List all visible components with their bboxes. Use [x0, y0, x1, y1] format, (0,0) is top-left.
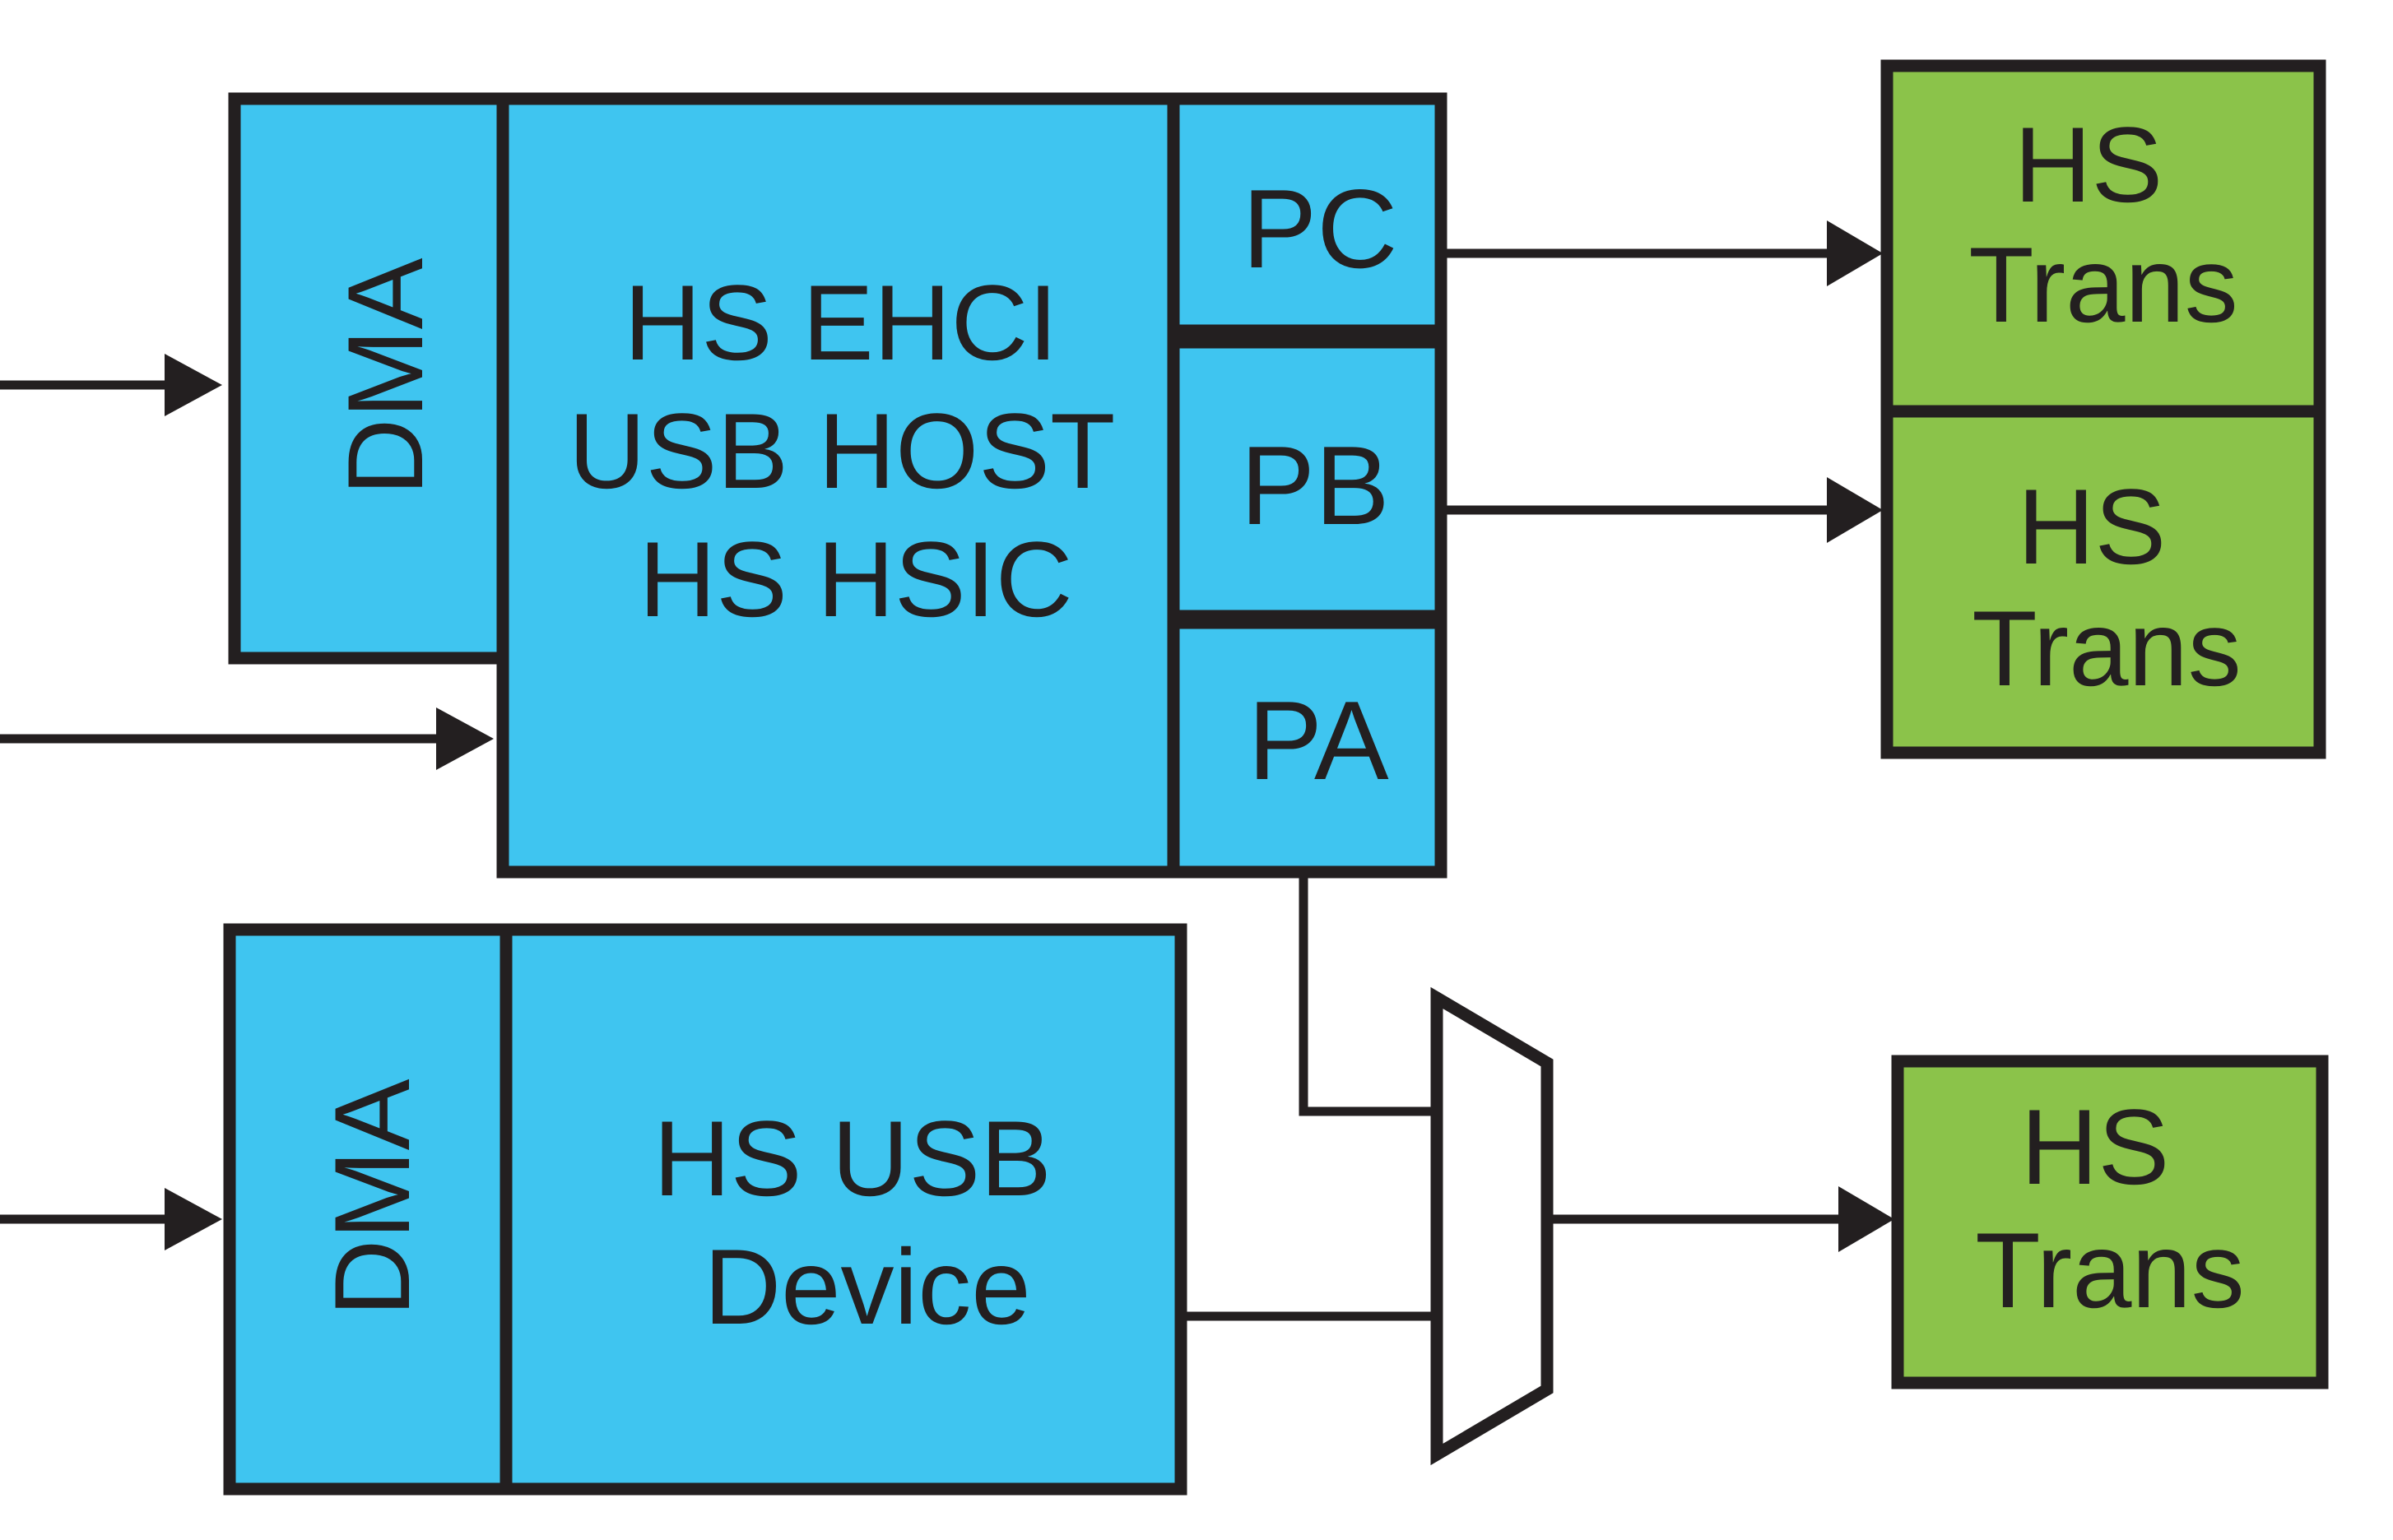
- host-controller-line-3: HS HSIC: [639, 519, 1072, 639]
- port-pb-block: [1167, 336, 1447, 623]
- host-controller-label: HS EHCI USB HOST HS HSIC: [569, 262, 1143, 639]
- host-controller-line-2: USB HOST: [569, 391, 1113, 511]
- device-dma-block: [223, 923, 513, 1496]
- device-controller-line-1: HS USB: [653, 1098, 1052, 1218]
- arrow-multiplexer-to-transceiver-3: [1838, 1186, 1894, 1252]
- host-dma-block: [228, 92, 509, 665]
- transceiver-1-label: HS Trans: [1968, 104, 2237, 345]
- arrow-pb-to-transceiver-2: [1827, 477, 1883, 543]
- port-pb-label: PB: [1240, 423, 1389, 548]
- transceiver-3-label: HS Trans: [1975, 1087, 2244, 1330]
- wire-pa-to-multiplexer: [1299, 872, 1437, 1116]
- transceiver-2-block: [1880, 405, 2326, 759]
- transceiver-1-block: [1880, 59, 2326, 418]
- transceiver-1-line-1: HS: [2014, 104, 2163, 225]
- host-dma-label: DMA: [325, 257, 445, 495]
- device-controller-line-2: Device: [704, 1227, 1030, 1347]
- port-pc-label: PC: [1243, 166, 1398, 291]
- transceiver-1-line-2: Trans: [1968, 225, 2237, 345]
- multiplexer: [1430, 986, 1554, 1466]
- transceiver-2-label: HS Trans: [1972, 466, 2241, 708]
- transceiver-3-line-1: HS: [2021, 1087, 2170, 1207]
- arrow-pc-to-transceiver-1: [1827, 220, 1883, 286]
- input-arrow-host-controller: [436, 707, 494, 770]
- transceiver-3-block: [1891, 1055, 2329, 1389]
- device-controller-block: [500, 923, 1187, 1496]
- transceiver-3-line-2: Trans: [1975, 1210, 2244, 1330]
- port-pc-block: [1167, 92, 1447, 337]
- transceiver-2-line-1: HS: [2018, 466, 2167, 587]
- transceiver-2-line-2: Trans: [1972, 588, 2241, 708]
- port-pa-label: PA: [1248, 678, 1389, 803]
- device-controller-label: HS USB Device: [653, 1098, 1081, 1347]
- input-arrow-device-dma: [165, 1188, 222, 1250]
- input-arrow-host-dma: [165, 354, 222, 416]
- host-controller-block: [496, 92, 1180, 879]
- host-controller-line-1: HS EHCI: [624, 262, 1057, 383]
- device-dma-label: DMA: [312, 1078, 432, 1316]
